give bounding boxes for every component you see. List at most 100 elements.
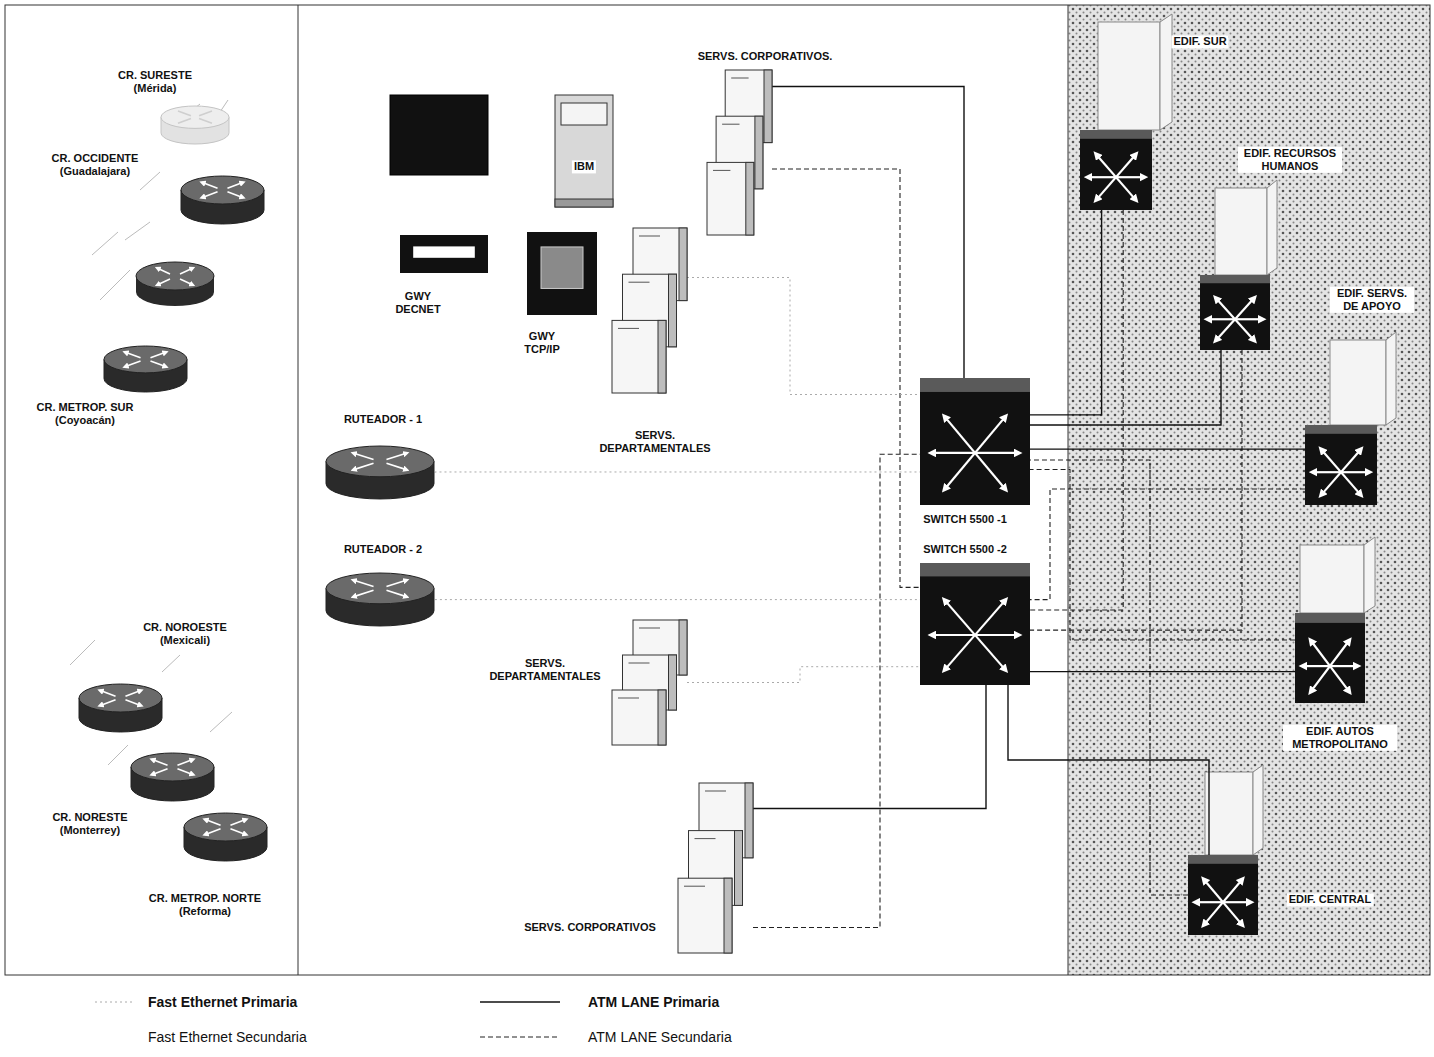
atm-switch: SWITCH 5500 -2 [920,563,1030,685]
network-link [435,599,920,600]
gateway: GWY DECNET [400,235,488,273]
node-label: SWITCH 5500 -2 [921,543,1009,556]
router-arrow [152,769,168,775]
node-label: EDIF. SUR [1171,35,1228,48]
gateway-screen [541,247,583,289]
icon [612,228,687,393]
router-arrow [353,453,374,460]
switch-arrow [1195,901,1223,903]
remote-router: CR. NORESTE (Monterrey) [130,752,215,802]
node-label: SERVS. CORPORATIVOS. [696,50,835,63]
server [678,878,732,953]
icon [130,752,215,802]
network-link [1030,448,1305,450]
router-top [79,684,162,712]
icon [400,235,488,273]
icon [78,683,163,733]
icon [1305,425,1377,505]
router-icon [136,262,214,306]
remote-router: CR. METROP. NORTE (Reforma) [183,812,268,862]
router-arrow [205,819,221,825]
router-arrow [100,700,116,706]
router-arrow [100,690,116,696]
icon [160,105,230,145]
network-link [435,471,920,473]
node-label: RUTEADOR - 1 [342,413,424,426]
router-arrow [178,111,191,116]
router-arrow [177,769,193,775]
node-label: EDIF. AUTOS METROPOLITANO [1283,725,1397,751]
node-label: CR. NORESTE (Monterrey) [43,811,137,837]
icon [678,783,753,953]
icon [180,175,265,225]
tower-panel [561,103,607,125]
network-link [1030,350,1221,425]
building-switch: EDIF. SUR [1080,130,1152,210]
network-link [1030,671,1295,672]
router-arrow [353,463,374,470]
switch-arrow [1235,318,1263,320]
remote-router: CR. OCCIDENTE (Guadalajara) [180,175,265,225]
router-arrow [230,829,246,835]
switch-arrow [1312,471,1341,473]
icon [1200,275,1270,350]
router-top [326,446,434,477]
router: RUTEADOR - 2 [325,572,435,627]
network-link [772,87,964,379]
icon [103,345,188,393]
mainframe-box [390,95,488,175]
router-top [104,346,187,373]
switch-arrow [1087,176,1116,178]
node-label: GWY DECNET [389,290,448,316]
switch-body [920,378,1030,505]
switch-top [1305,425,1377,434]
icon [183,812,268,862]
frame [5,5,1430,975]
router-arrow [205,829,221,835]
icon [612,620,687,745]
building-switch: EDIF. AUTOS METROPOLITANO [1295,613,1365,703]
network-link [687,667,920,683]
router-arrow [150,361,166,367]
remote-router: CR. METROP. SUR (Coyoacán) [103,345,188,393]
panel-divider [298,5,299,975]
gateway: GWY TCP/IP [527,232,597,315]
network-link [1030,489,1305,600]
legend-label: Fast Ethernet Secundaria [148,1029,307,1045]
node-label: CR. SURESTE (Mérida) [108,69,202,95]
node-label: EDIF. RECURSOS HUMANOS [1238,147,1342,173]
switch-body [1080,130,1152,210]
icon [325,572,435,627]
gateway-slot [413,246,475,257]
router-arrow [353,590,374,597]
tower-body [555,95,613,207]
node-label: SERVS. CORPORATIVOS [522,921,658,934]
icon [527,232,597,315]
router-arrow [152,759,168,765]
switch-top [920,563,1030,576]
network-link [1030,210,1102,415]
network-link [1030,210,1123,610]
network-link [1008,685,1209,855]
switch-body [1188,855,1258,935]
router-arrow [199,119,212,124]
router-arrow [125,690,141,696]
node-label: RUTEADOR - 2 [342,543,424,556]
legend-sample [480,1001,560,1003]
switch-body [1305,425,1377,505]
node-label: SERVS. DEPARTAMENTALES [594,429,716,455]
node-label: IBM [572,160,596,173]
node-label: CR. METROP. NORTE (Reforma) [141,892,270,918]
network-link [753,454,920,927]
building-switch: EDIF. SERVS. DE APOYO [1305,425,1377,505]
switch-arrow [931,634,975,636]
router-arrow [125,361,141,367]
switch-arrow [931,452,975,454]
router-arrow [386,463,407,470]
network-link [687,278,920,395]
server-stack: SERVS. DEPARTAMENTALES [612,620,687,745]
mainframe: IBM [555,95,613,207]
network-link [772,169,920,587]
router-arrow [125,352,141,358]
switch-arrow [1302,665,1330,667]
